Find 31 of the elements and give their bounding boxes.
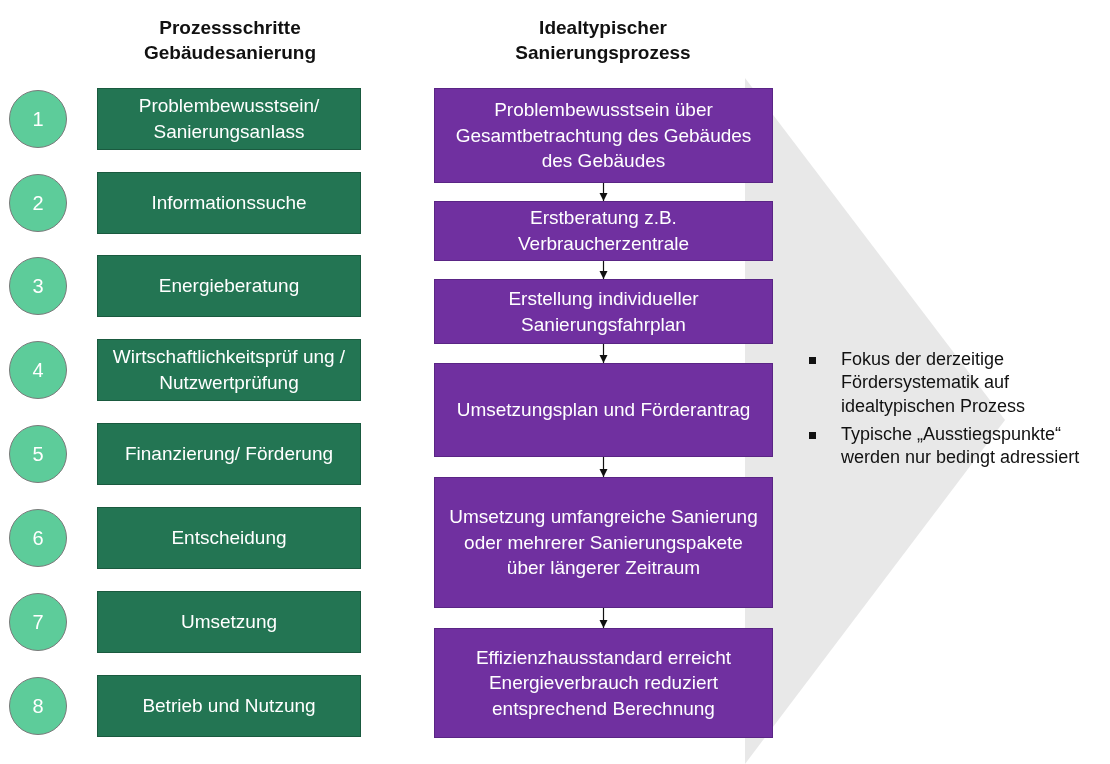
process-step-box: Umsetzung bbox=[97, 591, 361, 653]
step-number-circle: 1 bbox=[9, 90, 67, 148]
process-step-box: Finanzierung/ Förderung bbox=[97, 423, 361, 485]
bullet-point: Fokus der derzeitige Fördersystematik auf idealtypischen Prozess bbox=[805, 348, 1105, 419]
process-box: Problembewusstsein über Gesamtbetrachtung des Gebäudes des Gebäudes bbox=[434, 88, 773, 183]
process-step-box: Energieberatung bbox=[97, 255, 361, 317]
column-heading: Idealtypischer Sanierungsprozess bbox=[514, 16, 692, 65]
step-number-circle: 5 bbox=[9, 425, 67, 483]
arrow bbox=[599, 607, 608, 629]
step-number-circle: 4 bbox=[9, 341, 67, 399]
bullet-point: Typische „Ausstiegspunkte“ werden nur bedingt adressiert bbox=[805, 423, 1105, 470]
process-box: Umsetzung umfangreiche Sanierung oder mehrerer Sanierungspakete über längerer Zeitraum bbox=[434, 477, 773, 608]
process-step-box: Informationssuche bbox=[97, 172, 361, 234]
step-number-circle: 2 bbox=[9, 174, 67, 232]
column-heading: Prozessschritte Gebäudesanierung bbox=[142, 16, 318, 65]
step-number-circle: 3 bbox=[9, 257, 67, 315]
step-number-circle: 7 bbox=[9, 593, 67, 651]
arrow bbox=[599, 456, 608, 478]
process-step-box: Wirtschaftlichkeitsprüf ung / Nutzwertprüfung bbox=[97, 339, 361, 401]
process-box: Effizienzhausstandard erreicht Energieverbrauch reduziert entsprechend Berechnung bbox=[434, 628, 773, 738]
arrow bbox=[599, 182, 608, 202]
process-step-box: Betrieb und Nutzung bbox=[97, 675, 361, 737]
process-box: Umsetzungsplan und Förderantrag bbox=[434, 363, 773, 457]
process-step-box: Problembewusstsein/ Sanierungsanlass bbox=[97, 88, 361, 150]
arrow bbox=[599, 343, 608, 364]
process-step-box: Entscheidung bbox=[97, 507, 361, 569]
process-box: Erstellung individueller Sanierungsfahrplan bbox=[434, 279, 773, 344]
step-number-circle: 6 bbox=[9, 509, 67, 567]
process-box: Erstberatung z.B. Verbraucherzentrale bbox=[434, 201, 773, 261]
arrow bbox=[599, 260, 608, 280]
step-number-circle: 8 bbox=[9, 677, 67, 735]
